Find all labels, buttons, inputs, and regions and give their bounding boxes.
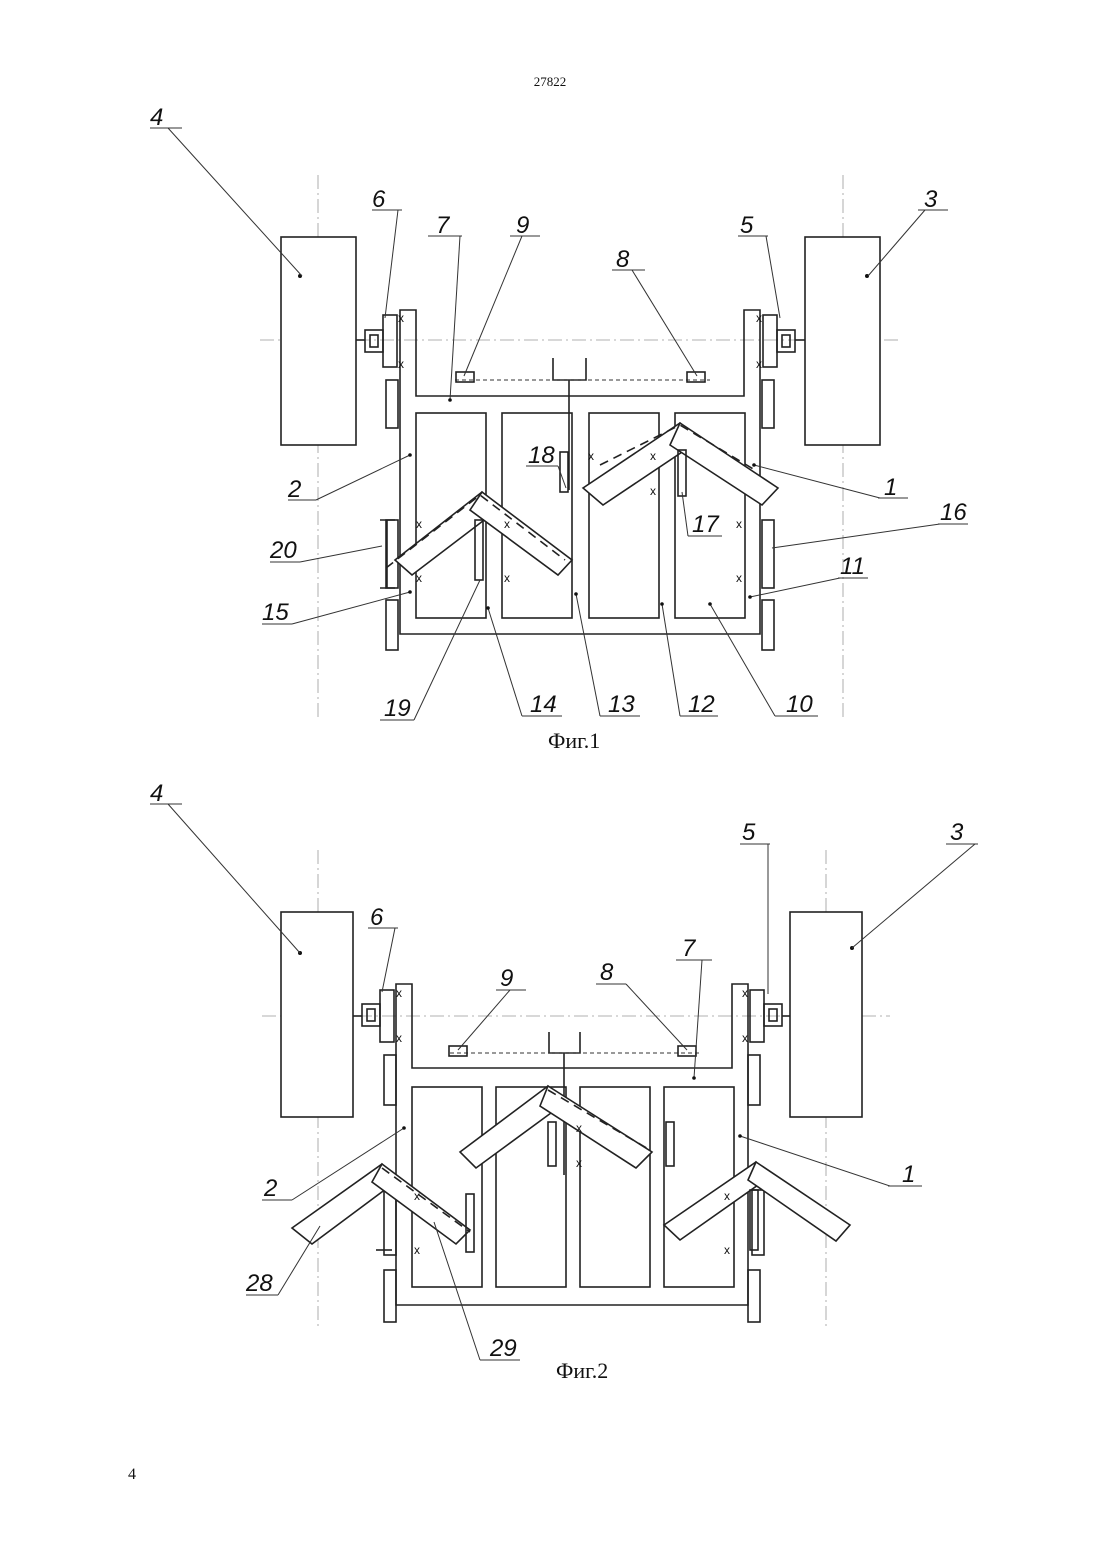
fig1-label-3: 3 [924, 186, 938, 213]
fig1-label-4: 4 [150, 104, 163, 131]
fig1-label-5: 5 [740, 212, 754, 239]
svg-text:x: x [742, 1031, 748, 1045]
wheel-left-fig2 [281, 912, 353, 1117]
svg-text:x: x [756, 311, 762, 325]
svg-text:x: x [414, 1243, 420, 1257]
fig2-label-1: 1 [902, 1161, 915, 1188]
svg-text:x: x [416, 517, 422, 531]
svg-text:x: x [416, 571, 422, 585]
fig2-label-9: 9 [500, 965, 513, 992]
figure-2: x x x x x x x x x x 4 5 3 6 9 8 7 2 [150, 780, 978, 1383]
svg-text:x: x [398, 311, 404, 325]
svg-text:x: x [724, 1189, 730, 1203]
fig2-label-2: 2 [263, 1175, 277, 1202]
fig2-label-7: 7 [682, 935, 697, 962]
fig1-label-7: 7 [436, 212, 451, 239]
wheel-left [281, 237, 356, 445]
svg-text:x: x [588, 449, 594, 463]
fig1-label-20: 20 [269, 537, 297, 564]
svg-text:x: x [756, 357, 762, 371]
fig1-label-6: 6 [372, 186, 386, 213]
svg-text:x: x [650, 484, 656, 498]
fig1-label-12: 12 [688, 691, 715, 718]
fig1-label-19: 19 [384, 695, 411, 722]
svg-text:x: x [398, 357, 404, 371]
fig1-label-9: 9 [516, 212, 529, 239]
fig2-label-29: 29 [489, 1335, 517, 1362]
fig1-label-1: 1 [884, 474, 897, 501]
fig2-caption: Фиг.2 [556, 1358, 608, 1383]
fig1-label-18: 18 [528, 442, 555, 469]
svg-text:x: x [650, 449, 656, 463]
fig1-label-13: 13 [608, 691, 635, 718]
svg-text:x: x [736, 571, 742, 585]
fig1-label-11: 11 [840, 553, 865, 580]
svg-text:x: x [736, 517, 742, 531]
fig1-caption: Фиг.1 [548, 728, 600, 753]
fig2-label-6: 6 [370, 904, 384, 931]
svg-text:x: x [396, 986, 402, 1000]
fig2-label-28: 28 [245, 1270, 273, 1297]
hub-right [763, 315, 805, 367]
wheel-right-fig2 [790, 912, 862, 1117]
svg-text:x: x [742, 986, 748, 1000]
svg-text:x: x [504, 571, 510, 585]
svg-text:x: x [504, 517, 510, 531]
wheel-right [805, 237, 880, 445]
figure-1: x x x x x x x x x x x x x [150, 104, 968, 753]
fig1-label-10: 10 [786, 691, 813, 718]
fig1-label-16: 16 [940, 499, 967, 526]
fig1-label-14: 14 [530, 691, 557, 718]
fig2-label-5: 5 [742, 819, 756, 846]
hub-left [356, 315, 397, 367]
svg-text:x: x [396, 1031, 402, 1045]
svg-text:x: x [576, 1121, 582, 1135]
fig2-label-8: 8 [600, 959, 614, 986]
fig2-label-3: 3 [950, 819, 964, 846]
fig2-label-4: 4 [150, 780, 163, 807]
fig1-label-8: 8 [616, 246, 630, 273]
svg-text:x: x [576, 1156, 582, 1170]
page-number: 4 [128, 1466, 136, 1484]
fig1-label-15: 15 [262, 599, 289, 626]
svg-text:x: x [414, 1189, 420, 1203]
fig1-label-17: 17 [692, 511, 720, 538]
svg-text:x: x [724, 1243, 730, 1257]
fig1-label-2: 2 [287, 476, 301, 503]
